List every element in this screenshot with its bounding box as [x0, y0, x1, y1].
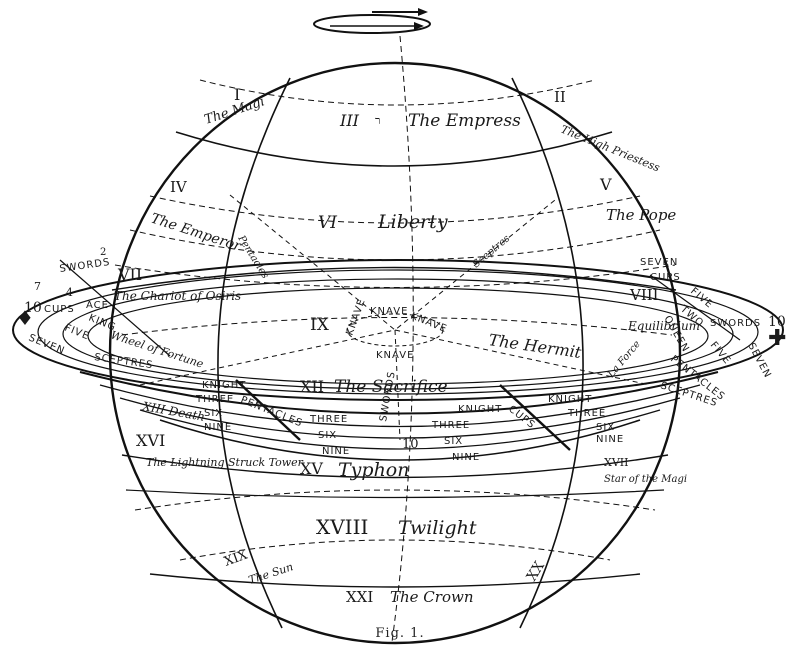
ring-swords-right: SWORDS	[710, 318, 761, 329]
ring-cups-right: CUPS	[650, 272, 681, 283]
sphere	[108, 35, 682, 645]
typhon-numeral: XV	[300, 459, 323, 478]
knave-top: KNAVE	[370, 306, 408, 317]
front-nine-left: NINE	[204, 422, 232, 433]
ring-five-left: FIVE	[63, 323, 91, 343]
twilight-numeral: XVIII	[316, 515, 368, 539]
ring-two-num: 2	[100, 247, 106, 258]
sceptres-diagonal: Sceptres	[471, 233, 512, 270]
priestess-numeral: II	[554, 88, 566, 106]
front-three-centre-2: THREE	[431, 420, 470, 431]
front-six-centre-2: SIX	[444, 436, 463, 447]
sacrifice-label: The Sacrifice	[334, 377, 448, 397]
tower-numeral: XVI	[136, 431, 165, 450]
front-knight-right: KNIGHT	[548, 394, 592, 405]
front-three-left: THREE	[195, 394, 234, 405]
cross-right-icon: ✚	[768, 326, 786, 351]
ring-four-num: 4	[66, 286, 73, 299]
ring-seven-num: 7	[34, 280, 41, 293]
sun-numeral: XIX	[222, 547, 250, 569]
empress-label: The Empress	[408, 111, 521, 131]
crown-numeral: XXI	[346, 588, 373, 606]
chariot-numeral: VII	[117, 265, 142, 284]
emperor-numeral: IV	[170, 178, 188, 196]
front-nine-centre: NINE	[322, 446, 350, 457]
front-ten: 10	[402, 437, 419, 452]
hermit-label: The Hermit	[487, 330, 583, 362]
diamond-left-icon: ♦	[16, 306, 34, 330]
equilibrium-numeral: VIII	[629, 286, 659, 304]
ring-swords-left: SWORDS	[59, 257, 111, 275]
front-nine-centre-2: NINE	[452, 452, 480, 463]
star-numeral: XVII	[604, 456, 628, 469]
liberty-numeral: VI	[318, 213, 337, 233]
front-six-centre: SIX	[318, 430, 337, 441]
ring	[12, 259, 784, 461]
judgement-numeral: XX	[524, 559, 548, 584]
crown-label: The Crown	[390, 588, 474, 606]
pope-numeral: V	[599, 175, 612, 194]
empress-symbol: ר	[375, 114, 380, 127]
figure-caption: Fig. 1.	[375, 626, 425, 641]
typhon-label: Typhon	[338, 459, 409, 481]
emperor-label: The Emperor	[149, 211, 244, 256]
front-knight-centre: KNIGHT	[458, 404, 502, 415]
ring-sceptres-left: SCEPTRES	[94, 352, 154, 371]
front-pentacles: PENTACLES	[239, 395, 304, 430]
liberty-label: Liberty	[377, 211, 448, 233]
knave-bottom: KNAVE	[376, 350, 414, 361]
ring-ten-right: 10	[768, 314, 786, 330]
knave-right: KNAVE	[409, 311, 449, 336]
star-label: Star of the Magi	[604, 474, 687, 485]
ring-cups-left: CUPS	[44, 304, 75, 315]
ring-seven-top: SEVEN	[640, 257, 678, 268]
hermit-numeral: IX	[310, 315, 330, 335]
chariot-label: The Chariot of Osiris	[114, 289, 241, 303]
tower-label: The Lightning Struck Tower	[146, 456, 304, 469]
priestess-label: The High Priestess	[559, 123, 662, 175]
front-six-right: SIX	[596, 422, 615, 433]
front-six-left: SIX	[204, 408, 223, 419]
rotation-arrow-icon	[313, 8, 431, 34]
ring-seven-left: SEVEN	[27, 333, 67, 358]
ring-ace-left: ACE	[86, 300, 109, 311]
magician-numeral: I	[234, 85, 240, 104]
ring-ten-left: 10	[24, 300, 42, 316]
twilight-label: Twilight	[398, 517, 477, 539]
front-three-right: THREE	[567, 408, 606, 419]
front-nine-right: NINE	[596, 434, 624, 445]
equilibrium-label: Equilibrium	[627, 319, 700, 333]
pope-label: The Pope	[606, 206, 676, 224]
front-three-centre: THREE	[309, 414, 348, 425]
sacrifice-numeral: XII	[300, 377, 324, 396]
front-knight-left: KNIGHT	[202, 380, 246, 391]
knave-left: KNAVE	[344, 297, 367, 337]
empress-numeral: III	[339, 111, 360, 130]
